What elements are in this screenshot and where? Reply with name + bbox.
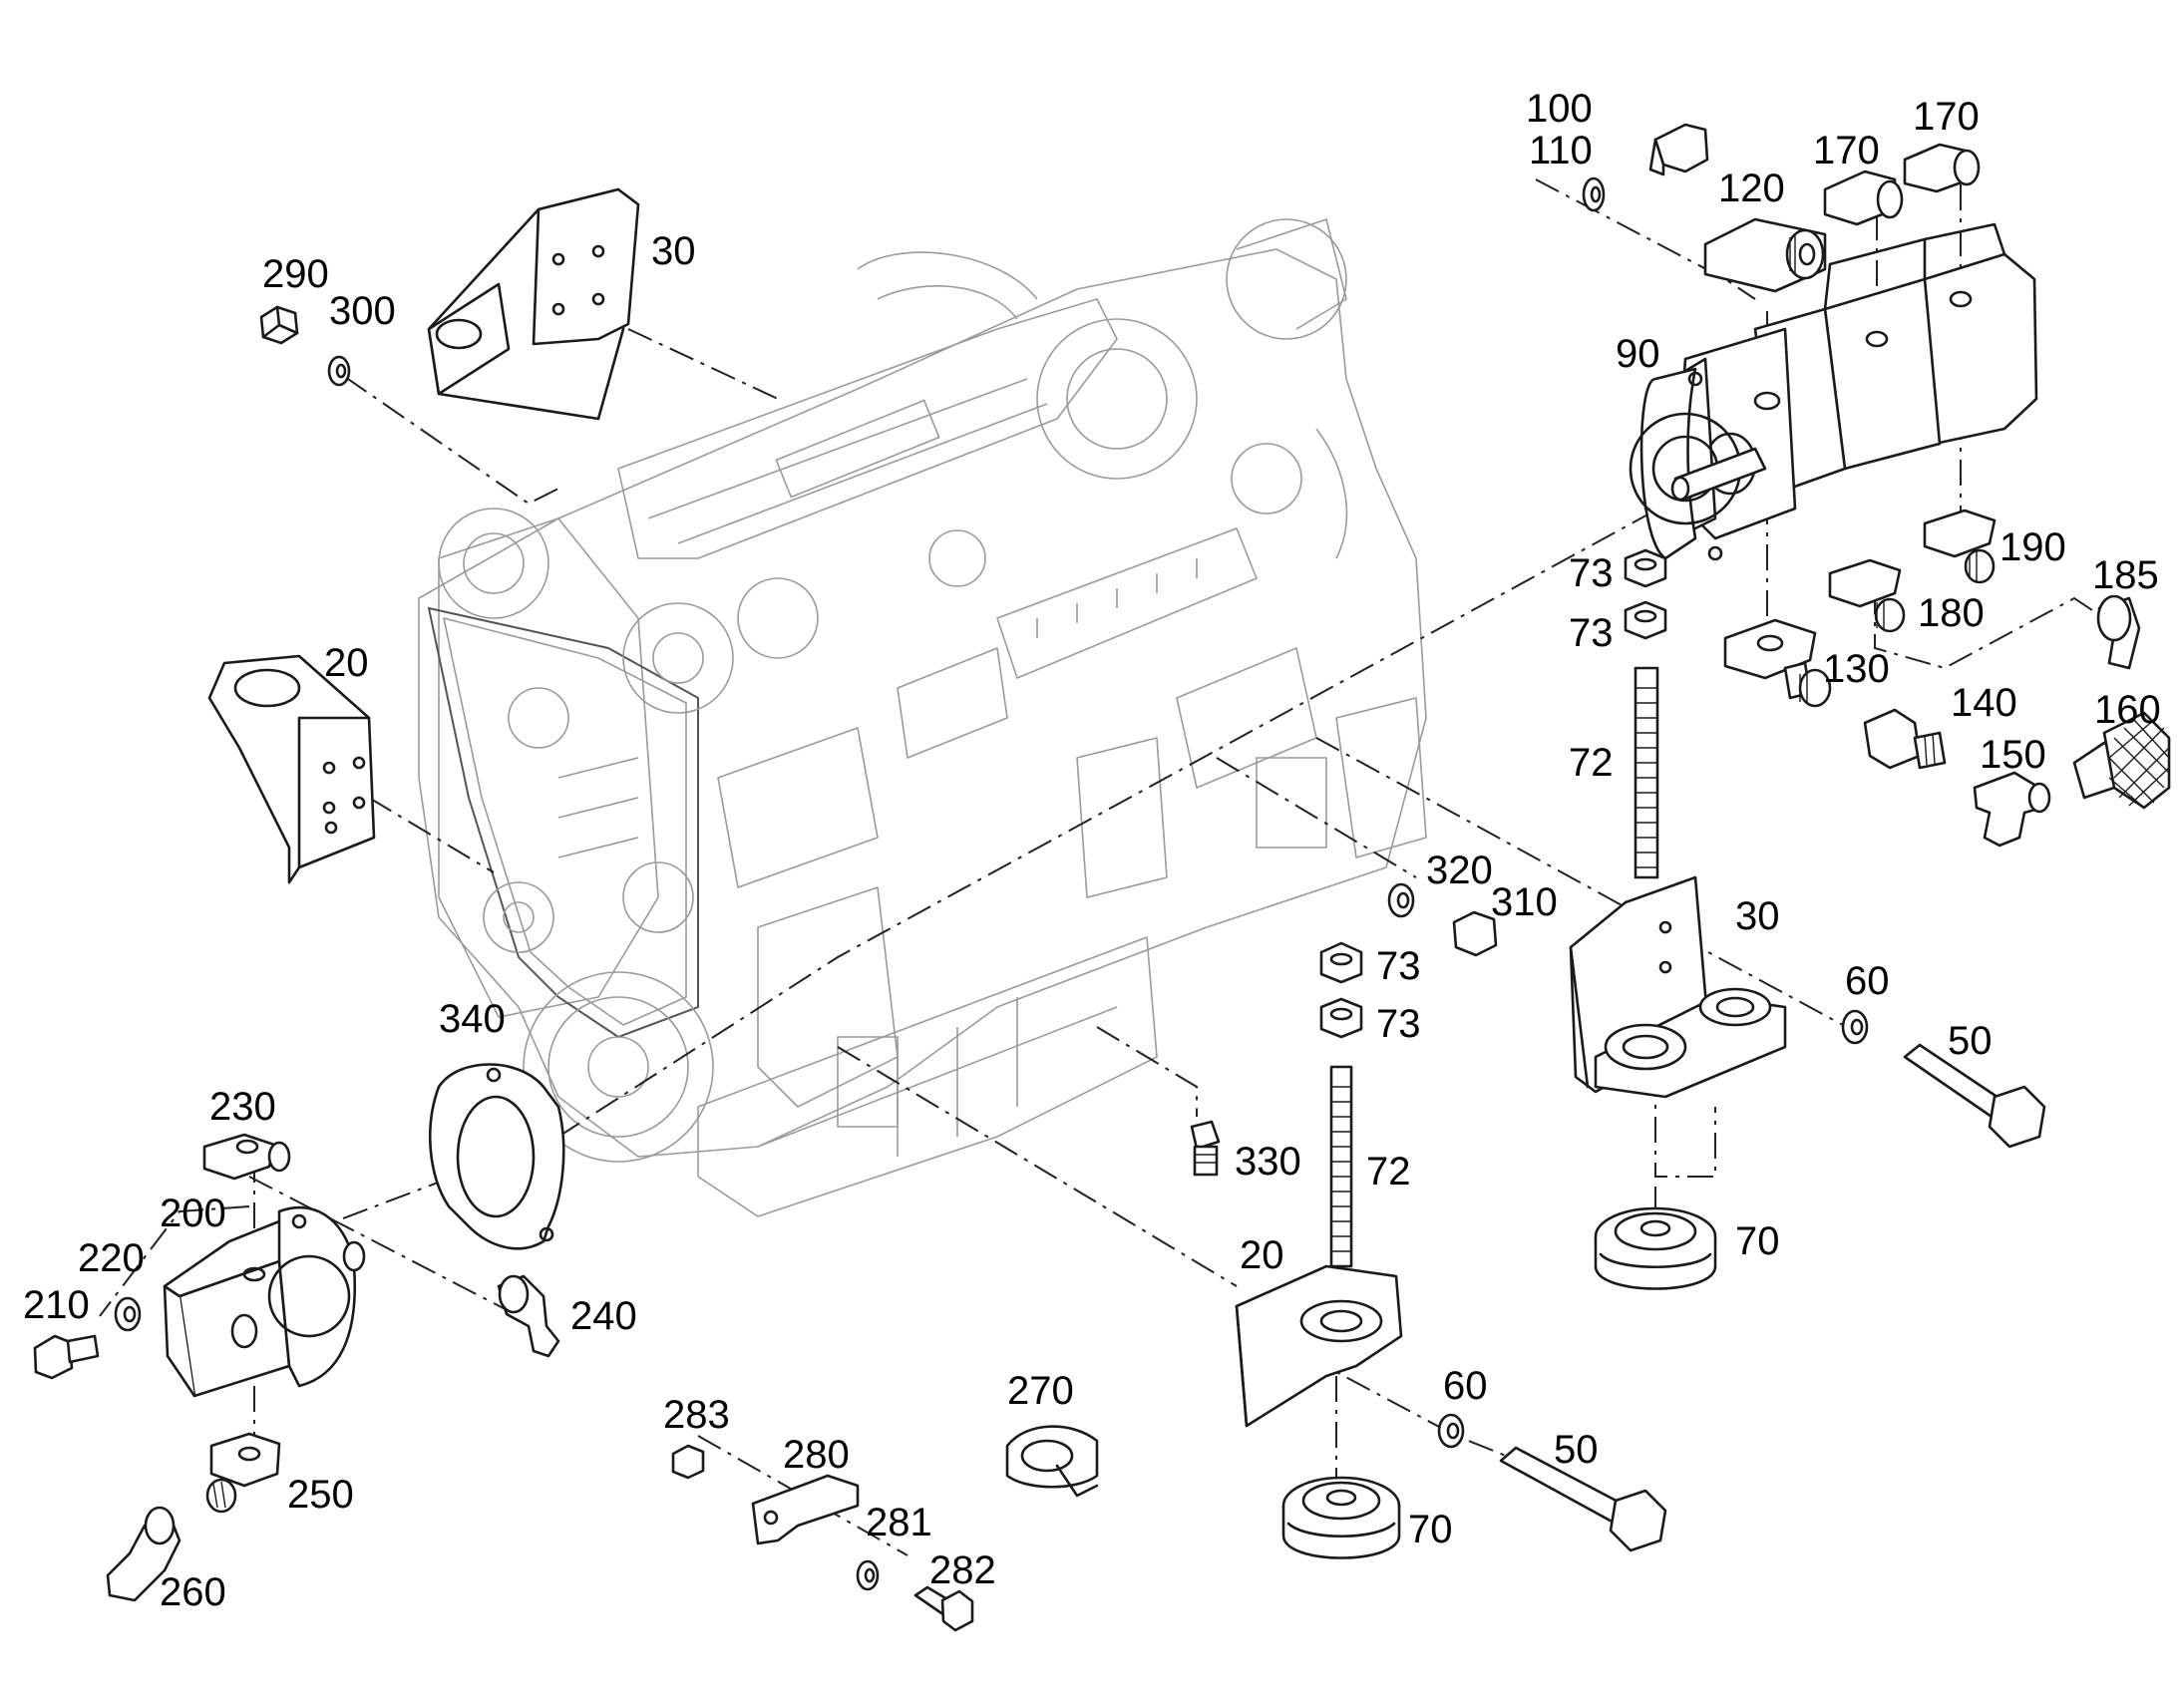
callout-60-lower: 60 (1443, 1364, 1488, 1408)
stud-72-lower (1329, 1065, 1353, 1268)
callout-20-upper: 20 (324, 641, 369, 685)
washer-220 (114, 1296, 142, 1332)
callout-72-lower: 72 (1366, 1150, 1411, 1194)
callout-185: 185 (2092, 553, 2159, 597)
callout-340: 340 (439, 997, 506, 1041)
callout-120: 120 (1718, 167, 1785, 210)
callout-220: 220 (78, 1236, 145, 1280)
bolt-50-upper (1903, 1043, 2046, 1149)
adapter-140 (1863, 708, 1947, 770)
callout-73-d: 73 (1376, 1002, 1421, 1046)
nut-283 (671, 1444, 705, 1480)
callout-190: 190 (1999, 525, 2066, 569)
callout-110: 110 (1529, 129, 1593, 172)
callout-90: 90 (1616, 332, 1660, 376)
callout-73-b: 73 (1569, 611, 1614, 655)
bolt-100 (1648, 123, 1709, 176)
bolt-50-lower (1499, 1446, 1667, 1552)
callout-30-lower: 30 (1735, 894, 1780, 938)
nut-73-b (1624, 600, 1667, 640)
callout-280: 280 (783, 1433, 850, 1477)
flange-fitting-180 (1828, 558, 1906, 633)
callout-70-lower: 70 (1408, 1508, 1453, 1551)
bracket-20-upper (207, 654, 376, 884)
callout-283: 283 (663, 1393, 730, 1437)
elbow-fitting-170-b (1903, 143, 1981, 193)
callout-270: 270 (1007, 1369, 1074, 1413)
callout-330: 330 (1235, 1140, 1301, 1184)
clip-bracket-280 (751, 1474, 860, 1545)
callout-282: 282 (929, 1548, 996, 1592)
callout-73-c: 73 (1376, 944, 1421, 988)
hydraulic-pump-90 (1629, 222, 2038, 561)
nut-73-c (1319, 941, 1363, 984)
washer-60-upper (1841, 1009, 1869, 1045)
fitting-330 (1190, 1120, 1221, 1177)
callout-240: 240 (570, 1294, 637, 1338)
leader-lines (99, 178, 2105, 1556)
elbow-fitting-170-a (1823, 170, 1904, 226)
flange-fitting-230 (202, 1133, 291, 1181)
washer-60-lower (1437, 1413, 1465, 1449)
callout-160: 160 (2094, 688, 2161, 732)
mount-bracket-20-lower (1235, 1264, 1403, 1428)
callout-50-lower: 50 (1554, 1428, 1599, 1472)
nut-73-a (1624, 548, 1667, 588)
bracket-30-upper (427, 187, 640, 421)
callout-281: 281 (866, 1501, 932, 1544)
nut-73-d (1319, 997, 1363, 1039)
washer-300 (327, 355, 351, 387)
flange-fitting-130 (1723, 618, 1832, 708)
callout-210: 210 (23, 1283, 90, 1327)
elbow-260 (106, 1506, 182, 1602)
callout-30-upper: 30 (651, 229, 696, 273)
engine-assembly (418, 218, 1427, 1217)
callout-70-upper: 70 (1735, 1219, 1780, 1263)
callout-200: 200 (160, 1192, 226, 1235)
elbow-150 (1973, 771, 2051, 848)
callout-73-a: 73 (1569, 551, 1614, 595)
callout-300: 300 (329, 289, 396, 333)
callout-320: 320 (1426, 849, 1493, 892)
rubber-mount-70-upper (1594, 1206, 1717, 1290)
callout-labels: 100 110 170 170 120 90 290 300 30 20 73 … (23, 87, 2161, 1614)
callout-20-lower: 20 (1240, 1233, 1284, 1277)
elbow-185 (2096, 594, 2141, 670)
callout-60-upper: 60 (1845, 959, 1890, 1003)
flange-fitting-250 (205, 1432, 281, 1514)
hose-clamp-270 (1005, 1425, 1099, 1498)
callout-50-upper: 50 (1948, 1019, 1993, 1063)
callout-260: 260 (160, 1570, 226, 1614)
nut-290 (259, 305, 299, 345)
hose-end-160 (2072, 711, 2171, 810)
callout-310: 310 (1491, 880, 1558, 924)
rubber-mount-70-lower (1281, 1476, 1401, 1559)
mount-bracket-30-lower (1569, 875, 1787, 1099)
washer-320 (1387, 882, 1415, 918)
callout-180: 180 (1918, 591, 1985, 635)
callout-150: 150 (1980, 733, 2046, 777)
callout-230: 230 (209, 1085, 276, 1129)
washer-281 (856, 1559, 880, 1591)
nut-310 (1452, 910, 1498, 957)
callout-170-b: 170 (1913, 95, 1980, 139)
callout-170-a: 170 (1813, 129, 1880, 172)
bolt-210 (33, 1334, 100, 1380)
callout-100: 100 (1526, 87, 1593, 131)
callout-130: 130 (1823, 647, 1890, 691)
washer-110 (1582, 176, 1606, 212)
stud-72-upper (1634, 666, 1659, 879)
hydraulic-pump-200 (163, 1205, 366, 1398)
bolt-282 (913, 1585, 974, 1632)
callout-72-upper: 72 (1569, 741, 1614, 785)
elbow-fitting-120 (1703, 217, 1827, 293)
callout-290: 290 (262, 252, 329, 296)
elbow-240 (497, 1274, 560, 1358)
callout-140: 140 (1951, 681, 2017, 725)
callout-250: 250 (287, 1473, 354, 1517)
gasket-340 (429, 1063, 565, 1250)
flange-fitting-190 (1923, 509, 1997, 584)
